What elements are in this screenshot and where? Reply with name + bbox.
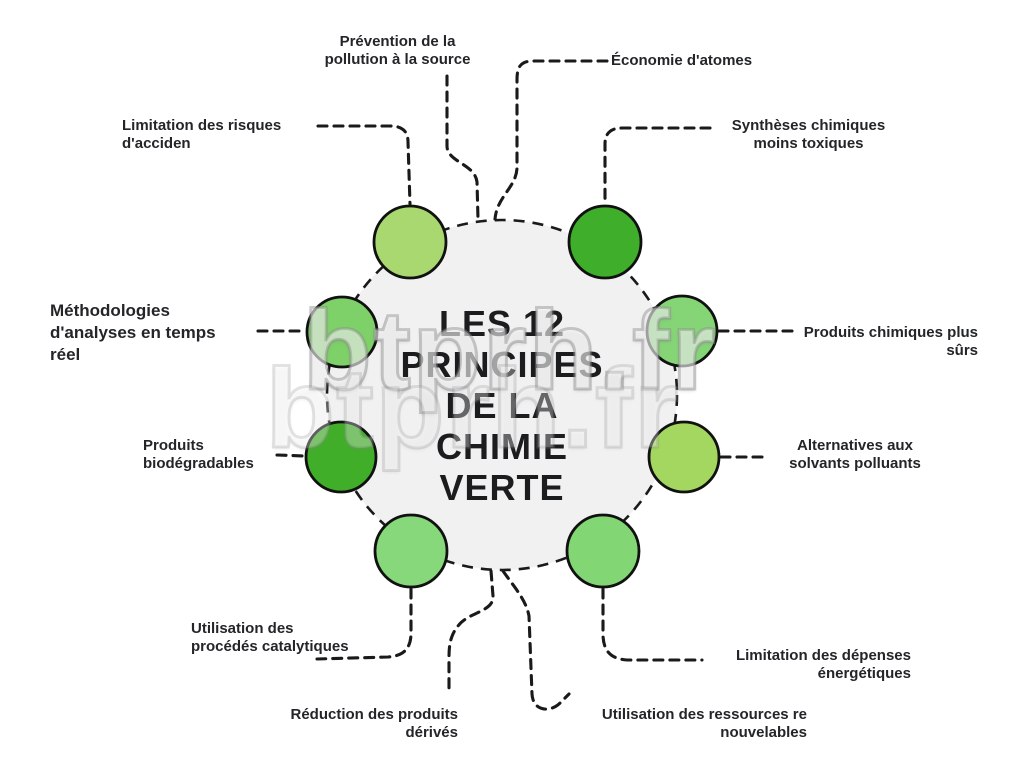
label-methodologies-analyses: Méthodologies d'analyses en temps réel xyxy=(50,301,216,365)
label-prevention-pollution: Prévention de la pollution à la source xyxy=(324,33,471,68)
circle-procedes-catalytiques xyxy=(373,513,449,589)
label-reduction-produits-derives: Réduction des produits dérivés xyxy=(290,706,458,741)
connector-ressources xyxy=(501,569,571,711)
label-alternatives-solvants: Alternatives aux solvants polluants xyxy=(789,437,921,472)
label-limitation-risques: Limitation des risques d'acciden xyxy=(122,117,282,152)
circle-produits-biodegradables xyxy=(304,420,378,494)
circle-alternatives-solvants xyxy=(647,420,721,494)
diagram-title: LES 12 PRINCIPES DE LA CHIMIE VERTE xyxy=(400,303,604,508)
label-procedes-catalytiques: Utilisation des procédés catalytiques xyxy=(191,620,349,655)
label-limitation-depenses: Limitation des dépenses énergétiques xyxy=(735,647,911,682)
connector-depenses xyxy=(601,587,704,662)
circle-syntheses-moins-toxiques xyxy=(567,204,643,280)
label-produits-biodegradables: Produits biodégradables xyxy=(143,437,254,472)
connector-risques xyxy=(316,124,412,206)
circle-produits-chimiques-surs xyxy=(645,294,719,368)
connector-biodegradables xyxy=(275,453,306,458)
label-economie-atomes: Économie d'atomes xyxy=(611,52,753,69)
circle-limitation-risques xyxy=(372,204,448,280)
connector-syntheses xyxy=(603,126,712,206)
label-syntheses-moins-toxiques: Synthèses chimiques moins toxiques xyxy=(731,117,886,152)
connector-prevention xyxy=(445,74,480,221)
connector-catalytiques xyxy=(315,587,413,661)
label-produits-chimiques-surs: Produits chimiques plus sûrs xyxy=(803,324,978,359)
circle-depenses-energetiques xyxy=(565,513,641,589)
circle-methodologies-analyses xyxy=(305,295,379,369)
label-ressources-renouvelables: Utilisation des ressources re nouvelable… xyxy=(601,706,807,741)
connector-reduction xyxy=(447,569,495,694)
connector-economie xyxy=(493,59,609,221)
